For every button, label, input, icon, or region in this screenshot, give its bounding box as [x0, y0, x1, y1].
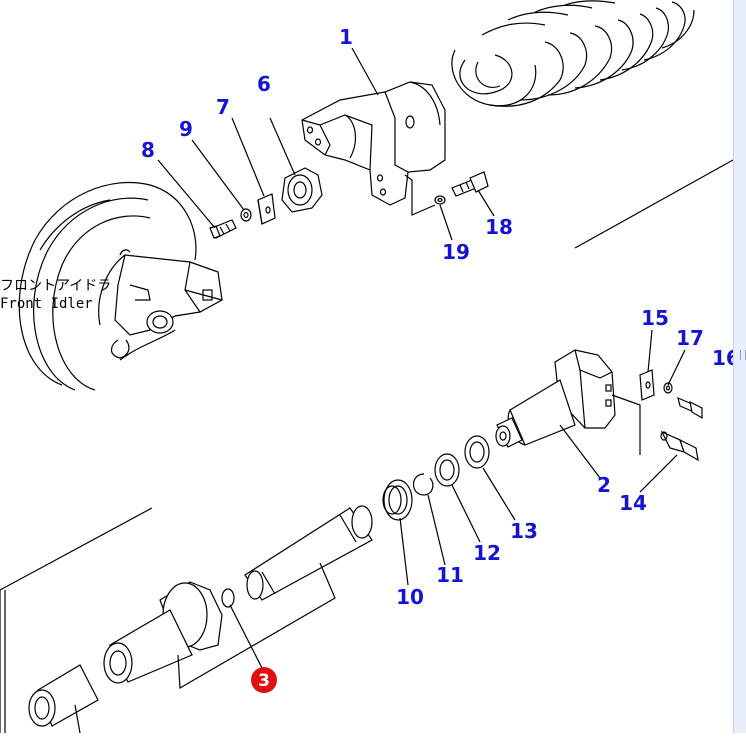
part-label-14[interactable]: 14	[619, 491, 647, 515]
right-scroll-strip[interactable]	[733, 0, 746, 733]
bolt-18	[451, 171, 489, 197]
ring-12	[434, 453, 460, 487]
washer-9	[240, 208, 252, 222]
scroll-handle-icon[interactable]	[740, 350, 746, 360]
part-label-2[interactable]: 2	[597, 473, 611, 497]
part-label-19[interactable]: 19	[442, 240, 470, 264]
part-label-15[interactable]: 15	[641, 306, 669, 330]
part-label-12[interactable]: 12	[473, 541, 501, 565]
snap-ring-11	[412, 473, 434, 496]
bushing-collar	[103, 581, 223, 684]
washer-17	[663, 382, 673, 394]
part-label-11[interactable]: 11	[436, 563, 464, 587]
seal-10	[382, 479, 413, 521]
bolt-16	[677, 396, 703, 420]
plate-7	[257, 193, 276, 225]
plate-15	[639, 369, 655, 401]
leader-lines	[157, 47, 686, 669]
washer-19	[434, 195, 446, 205]
bushing-sleeve	[28, 664, 99, 727]
part-label-18[interactable]: 18	[485, 215, 513, 239]
part-label-16[interactable]: 16	[712, 346, 740, 370]
caption-english: Front Idler	[0, 296, 93, 312]
yoke-part-1	[301, 81, 446, 216]
highlight-badge-circle	[251, 667, 277, 693]
group-lines	[0, 159, 734, 734]
part-label-1[interactable]: 1	[339, 25, 353, 49]
highlight-badge-label: 3	[258, 671, 270, 691]
part-label-8[interactable]: 8	[141, 138, 155, 162]
highlight-badge-3[interactable]: 3	[251, 667, 277, 693]
pin-shaft	[244, 505, 373, 601]
part-label-17[interactable]: 17	[676, 326, 704, 350]
front-idler-wheel	[18, 181, 223, 391]
shaft-2	[495, 349, 641, 455]
nut-6	[281, 167, 323, 213]
plug-14	[660, 430, 699, 462]
part-label-9[interactable]: 9	[179, 117, 193, 141]
part-label-10[interactable]: 10	[396, 585, 424, 609]
recoil-spring	[451, 0, 695, 107]
ring-13	[464, 435, 490, 469]
part-label-13[interactable]: 13	[510, 519, 538, 543]
part-label-7[interactable]: 7	[216, 95, 230, 119]
part-label-6[interactable]: 6	[257, 72, 271, 96]
o-ring	[221, 588, 235, 608]
caption-japanese: フロントアイドラ	[0, 278, 111, 294]
bolt-8	[209, 219, 237, 239]
